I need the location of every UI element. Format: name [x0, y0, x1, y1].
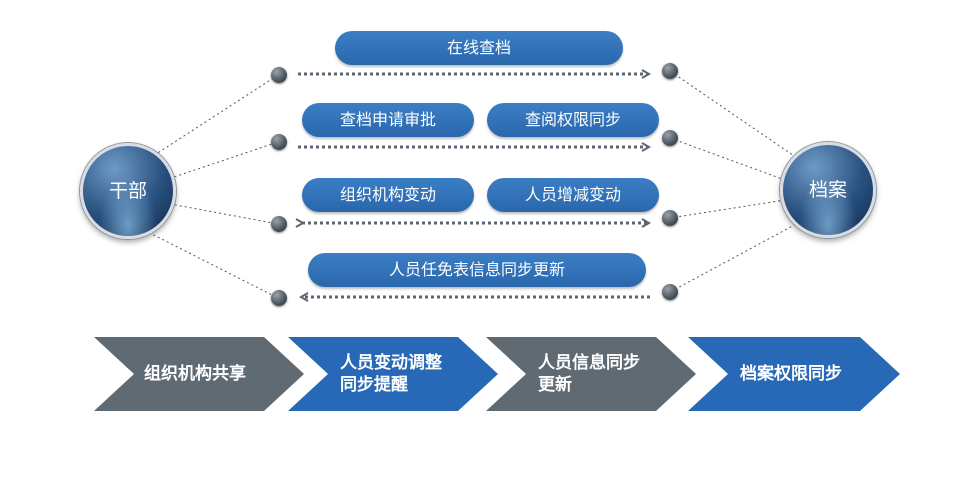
link-cadre-node-3	[164, 202, 279, 225]
pill-staff-change: 人员增减变动	[487, 178, 659, 212]
step-info-sync-label: 人员信息同步更新	[538, 353, 640, 395]
pill-staff-change-label: 人员增减变动	[524, 185, 621, 204]
node-left-3	[271, 216, 287, 232]
link-archive-node-4	[669, 221, 801, 293]
node-left-2	[271, 134, 287, 150]
step-org-share-label: 组织机构共享	[144, 364, 246, 384]
pill-apply-approval: 查档申请审批	[302, 103, 474, 137]
step-staff-change-reminder-label: 人员变动调整同步提醒	[340, 353, 442, 395]
pill-org-change: 组织机构变动	[302, 178, 474, 212]
pill-org-change-label: 组织机构变动	[339, 185, 436, 204]
node-left-4	[271, 290, 287, 306]
pill-permission-sync: 查阅权限同步	[487, 103, 659, 137]
cadre-label: 干部	[108, 180, 147, 202]
archive-orb: 档案	[780, 142, 876, 238]
cadre-orb: 干部	[80, 143, 176, 239]
step-archive-permission-sync-label: 档案权限同步	[740, 364, 842, 384]
link-archive-node-2	[669, 137, 786, 181]
archive-label: 档案	[808, 179, 847, 201]
pill-permission-sync-label: 查阅权限同步	[524, 110, 621, 129]
node-right-2	[662, 130, 678, 146]
link-cadre-node-2	[164, 141, 279, 181]
node-right-3	[662, 210, 678, 226]
link-cadre-node-4	[139, 227, 279, 299]
node-left-1	[271, 67, 287, 83]
node-right-4	[662, 284, 678, 300]
pill-online-archive: 在线查档	[335, 31, 623, 65]
link-cadre-node-1	[149, 74, 279, 159]
step-archive-permission-sync: 档案权限同步	[688, 337, 900, 411]
link-archive-node-1	[669, 70, 801, 161]
pill-online-archive-label: 在线查档	[446, 38, 511, 57]
pill-apply-approval-label: 查档申请审批	[339, 110, 436, 129]
step-staff-change-reminder: 人员变动调整同步提醒	[288, 337, 498, 411]
node-right-1	[662, 63, 678, 79]
pill-appointment-sync-label: 人员任免表信息同步更新	[388, 260, 565, 279]
pill-appointment-sync: 人员任免表信息同步更新	[308, 253, 646, 287]
link-archive-node-3	[669, 199, 786, 219]
